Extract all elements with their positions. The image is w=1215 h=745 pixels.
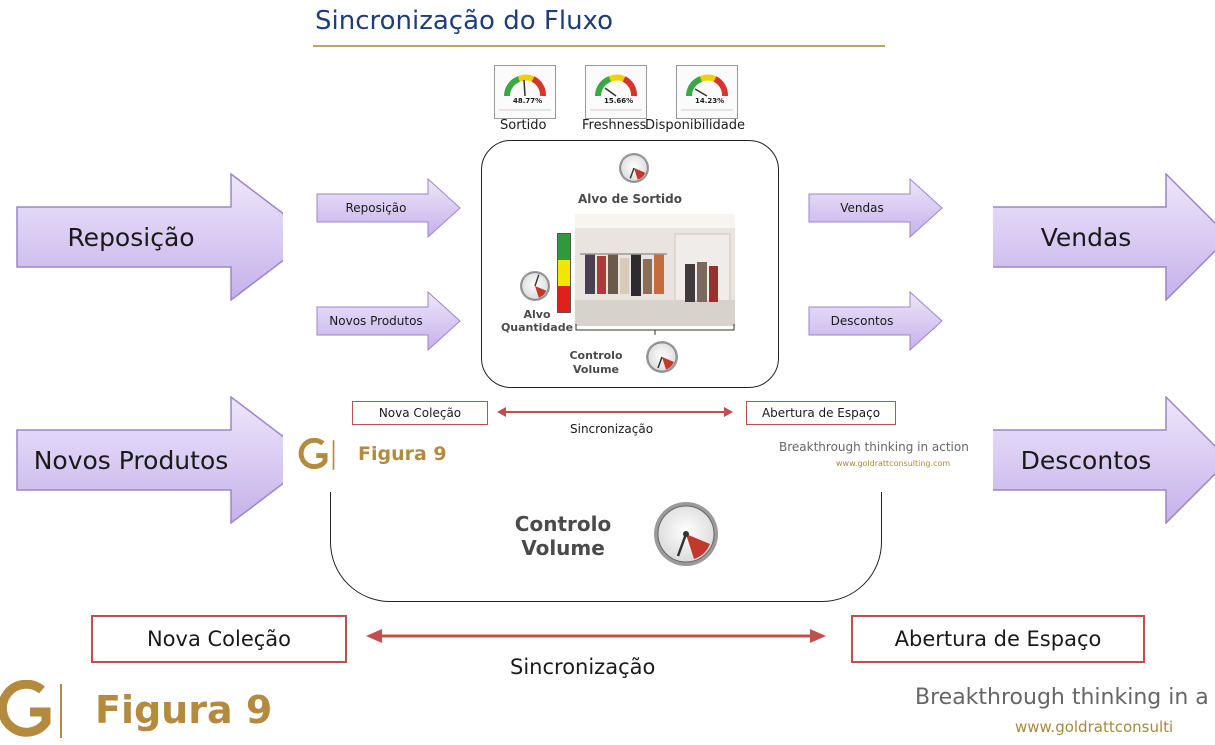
page-title: Sincronização do Fluxo xyxy=(315,6,614,36)
big-arrow-vendas: Vendas xyxy=(991,173,1215,301)
alvo-sortido-label: Alvo de Sortido xyxy=(577,192,683,206)
alvo-quantidade-line2: Quantidade xyxy=(500,321,574,334)
alvo-sortido-gauge-icon xyxy=(618,152,650,184)
bottom-url: www.goldrattconsulti xyxy=(1015,718,1174,736)
big-arrow-label: Novos Produtos xyxy=(33,445,229,475)
store-photo xyxy=(575,214,735,326)
nova-colecao-box: Nova Coleção xyxy=(91,615,347,663)
small-arrow-label: Vendas xyxy=(840,201,884,215)
inner-tagline: Breakthrough thinking in action xyxy=(779,440,969,454)
inner-sync-label: Sincronização xyxy=(570,422,654,436)
mini-gauge-value: 48.77% xyxy=(513,97,543,105)
mini-gauge-sortido xyxy=(494,65,556,119)
abertura-espaco-box: Abertura de Espaço xyxy=(851,615,1145,663)
small-arrow-descontos: Descontos xyxy=(808,291,944,351)
mini-gauge-caption-freshness: Freshness xyxy=(582,118,647,133)
controlo-volume-line1: Controlo xyxy=(569,349,623,362)
alvo-quantidade-gauge-icon xyxy=(519,270,551,302)
big-arrow-novos-produtos: Novos Produtos xyxy=(16,396,316,524)
alvo-quantidade-line1: Alvo xyxy=(523,308,551,321)
small-arrow-vendas: Vendas xyxy=(808,178,944,238)
mini-gauge-caption-disponibilidade: Disponibilidade xyxy=(645,118,746,133)
inner-url: www.goldrattconsulting.com xyxy=(836,459,951,468)
inner-nova-colecao-box: Nova Coleção xyxy=(352,401,488,425)
big-arrow-label: Vendas xyxy=(1040,222,1132,252)
big-arrow-label: Descontos xyxy=(1020,445,1152,475)
big-arrow-descontos: Descontos xyxy=(991,396,1215,524)
mini-gauge-disponibilidade xyxy=(676,65,738,119)
mini-gauge-freshness xyxy=(585,65,647,119)
inner-abertura-espaco-box: Abertura de Espaço xyxy=(746,401,896,425)
big-controlo-line1: Controlo xyxy=(514,512,612,536)
small-arrow-novos-produtos: Novos Produtos xyxy=(316,291,462,351)
bottom-figura-label: Figura 9 xyxy=(95,688,273,732)
mini-gauge-value: 15.66% xyxy=(604,97,634,105)
alvo-quantidade-label: Alvo Quantidade xyxy=(494,308,580,334)
goldratt-logo-icon xyxy=(0,680,62,738)
bottom-tagline: Breakthrough thinking in a xyxy=(915,685,1209,710)
mini-gauge-caption-sortido: Sortido xyxy=(500,118,547,133)
big-arrow-reposicao: Reposição xyxy=(16,173,316,301)
small-arrow-reposicao: Reposição xyxy=(316,178,462,238)
big-arrow-label: Reposição xyxy=(67,222,195,252)
controlo-volume-label: Controlo Volume xyxy=(556,349,636,377)
inner-figura-label: Figura 9 xyxy=(358,443,447,465)
inner-sync-double-arrow xyxy=(497,407,733,417)
small-arrow-label: Descontos xyxy=(830,314,894,328)
big-controlo-line2: Volume xyxy=(521,536,605,560)
title-underline xyxy=(313,45,885,47)
small-arrow-label: Novos Produtos xyxy=(329,314,423,328)
photo-bracket xyxy=(575,324,735,335)
traffic-light-bar xyxy=(557,233,571,313)
controlo-volume-line2: Volume xyxy=(573,363,619,376)
bottom-sync-label: Sincronização xyxy=(510,655,656,679)
big-controlo-volume-label: Controlo Volume xyxy=(488,512,638,560)
inner-goldratt-logo-icon xyxy=(298,438,335,470)
bottom-sync-double-arrow xyxy=(366,629,826,643)
mini-gauge-value: 14.23% xyxy=(695,97,725,105)
controlo-volume-gauge-icon xyxy=(646,341,678,373)
small-arrow-label: Reposição xyxy=(345,201,407,215)
big-gauge-icon xyxy=(654,502,718,566)
